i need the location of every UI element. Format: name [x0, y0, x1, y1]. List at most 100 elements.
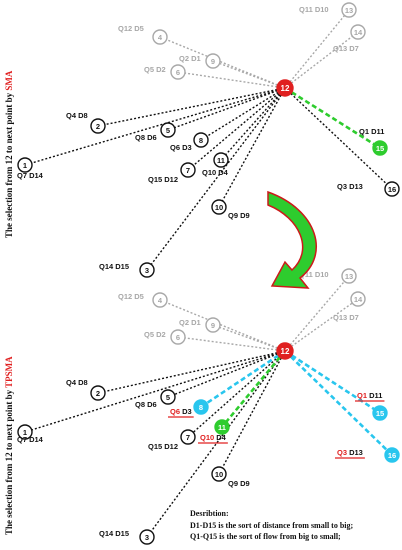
node-number: 11 [218, 423, 226, 432]
center-number: 12 [281, 347, 290, 356]
node-label: Q6 D3 [170, 407, 192, 416]
node-number: 15 [376, 409, 384, 418]
link-12-to-4 [159, 36, 286, 89]
node-circle [372, 405, 388, 421]
panel-title-tpsma: The selection from 12 to next point by T… [4, 356, 14, 535]
node-8: 8Q6 D3 [170, 132, 209, 152]
node-label: Q2 D1 [179, 54, 201, 63]
links-group [24, 9, 393, 271]
title-method: SMA [4, 70, 14, 91]
link-12-to-2 [97, 87, 286, 127]
center-circle [276, 342, 294, 360]
description-line-flow: Q1-Q15 is the sort of flow from big to s… [190, 532, 341, 541]
description-box: Desribtion: D1-D15 is the sort of distan… [190, 508, 400, 543]
link-12-to-2 [97, 350, 286, 394]
node-number: 6 [176, 333, 180, 342]
node-number: 13 [345, 6, 353, 15]
node-label: Q11 D10 [299, 5, 329, 14]
link-12-to-5 [167, 87, 286, 131]
node-circle [193, 399, 209, 415]
node-10: 10 Q9 D9 [211, 199, 250, 220]
node-label: Q8 D6 [135, 400, 157, 409]
node-circle [341, 268, 357, 284]
node-number: 13 [345, 272, 353, 281]
label-d-part: D4 [216, 433, 226, 442]
node-label: Q5 D2 [144, 65, 166, 74]
node-label: Q10 D4 [200, 433, 227, 442]
node-number: 7 [186, 433, 190, 442]
node-number: 15 [376, 144, 384, 153]
node-9: 9Q2 D1 [179, 53, 221, 69]
link-12-to-3 [146, 350, 286, 538]
node-circle [213, 152, 229, 168]
link-12-to-1 [24, 350, 286, 433]
node-number: 9 [211, 321, 215, 330]
node-number: 16 [388, 185, 396, 194]
node-13: 13 Q11 D10 [299, 2, 357, 18]
node-circle [152, 292, 168, 308]
link-12-to-14 [284, 31, 359, 89]
node-label: Q15 D12 [148, 442, 178, 451]
description-line-distance: D1-D15 is the sort of distance from smal… [190, 520, 354, 530]
node-label: Q5 D2 [144, 330, 166, 339]
link-12-to-13 [284, 275, 350, 352]
node-6: 6 Q5 D2 [144, 329, 186, 345]
links-group [24, 275, 393, 538]
node-number: 14 [354, 295, 363, 304]
node-circle [350, 24, 366, 40]
node-label: Q9 D9 [228, 479, 250, 488]
node-2: 2Q4 D8 [66, 378, 106, 401]
node-label: Q4 D8 [66, 111, 88, 120]
node-label: Q8 D6 [135, 133, 157, 142]
node-label: Q2 D1 [179, 318, 201, 327]
node-number: 1 [23, 161, 27, 170]
link-12-to-1 [24, 87, 286, 166]
node-number: 2 [96, 122, 100, 131]
node-number: 5 [166, 393, 170, 402]
link-12-to-16 [284, 87, 393, 190]
label-d-part: D11 [369, 391, 382, 400]
node-circle [384, 447, 400, 463]
node-circle [372, 140, 388, 156]
node-6: 6Q5 D2 [144, 64, 186, 80]
node-circle [160, 389, 176, 405]
node-circle [180, 162, 196, 178]
node-circle [152, 29, 168, 45]
label-d-part: D3 [182, 407, 192, 416]
node-label: Q1 D11 [357, 391, 382, 400]
link-12-to-8 [200, 349, 286, 409]
link-12-to-9 [212, 324, 286, 352]
node-label: Q9 D9 [228, 211, 250, 220]
node-label: Q14 D15 [99, 262, 129, 271]
center-number: 12 [281, 84, 290, 93]
node-circle [139, 262, 155, 278]
link-12-to-6 [177, 71, 286, 89]
node-label: Q15 D12 [148, 175, 178, 184]
node-circle [211, 199, 227, 215]
node-circle [205, 53, 221, 69]
transition-arrow [267, 190, 317, 289]
link-12-to-5 [167, 350, 286, 398]
node-12-center: 12 [276, 342, 294, 360]
node-label: Q14 D15 [99, 529, 129, 538]
node-number: 11 [217, 156, 225, 165]
link-12-to-16 [284, 350, 393, 456]
link-12-to-4 [159, 299, 286, 352]
node-label: Q10 D4 [202, 168, 229, 177]
node-number: 10 [215, 203, 223, 212]
link-12-to-6 [177, 336, 286, 352]
panel-title-sma: The selection from 12 to next point by S… [4, 71, 14, 238]
node-circle [193, 132, 209, 148]
node-label: Q6 D3 [170, 143, 192, 152]
link-12-to-10 [218, 350, 286, 475]
node-2: 2 Q4 D8 [66, 111, 106, 134]
